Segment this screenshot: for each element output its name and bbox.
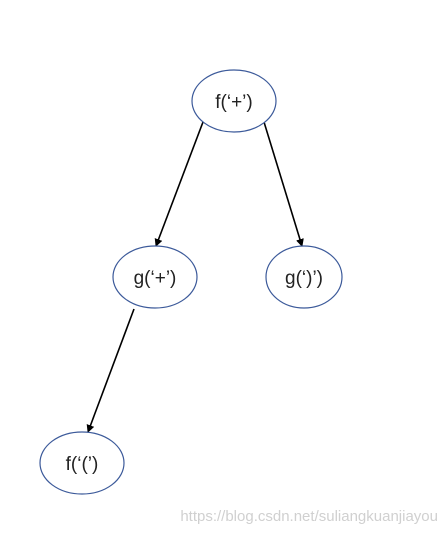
edge-root-to-right [263,121,304,247]
node-left-ellipse [112,245,198,309]
node-root-label: f(‘+’) [215,92,252,113]
node-leaf-label: f(‘(’) [66,454,99,475]
node-left: g(‘+’) [112,245,198,309]
edge-left-to-leaf [86,308,135,433]
node-right-ellipse [265,245,343,309]
node-leaf: f(‘(’) [39,431,125,495]
edge-root-to-left [154,121,204,247]
node-right: g(‘)’) [265,245,343,309]
node-root-ellipse [191,69,277,133]
node-root: f(‘+’) [191,69,277,133]
node-leaf-ellipse [39,431,125,495]
node-left-label: g(‘+’) [134,268,177,289]
node-right-label: g(‘)’) [285,268,323,289]
watermark-text: https://blog.csdn.net/suliangkuanjiayou [180,508,438,525]
